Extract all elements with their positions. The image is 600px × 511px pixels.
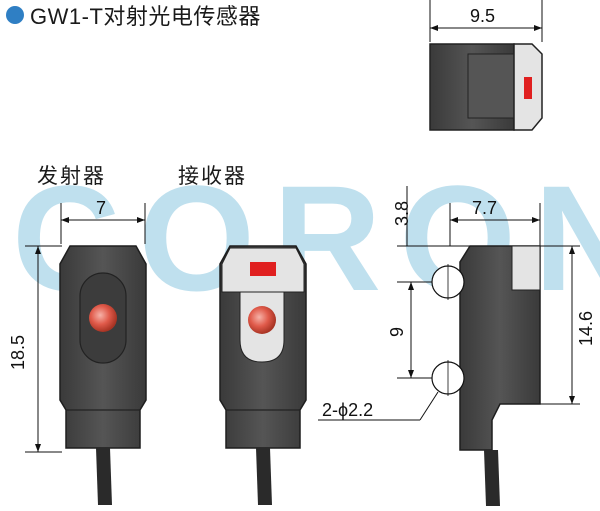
receiver-label: 接收器 bbox=[178, 165, 247, 188]
side-cap bbox=[511, 245, 541, 291]
arrow-icon bbox=[569, 246, 575, 254]
receiver bbox=[219, 245, 307, 505]
side-view: 3.8 7.7 9 14.6 bbox=[318, 186, 596, 506]
top-width-dim: 9.5 bbox=[470, 6, 495, 26]
side-cable bbox=[484, 450, 500, 506]
side-width-dim: 7.7 bbox=[472, 198, 497, 218]
arrow-icon bbox=[534, 25, 542, 31]
diagram-title: GW1-T对射光电传感器 bbox=[30, 4, 261, 29]
emitter-width-dim: 7 bbox=[96, 198, 106, 218]
side-height-dim: 14.6 bbox=[576, 311, 596, 346]
arrow-icon bbox=[35, 246, 41, 254]
arrow-icon bbox=[569, 396, 575, 404]
bullet-icon bbox=[6, 6, 24, 24]
arrow-icon bbox=[61, 217, 69, 223]
emitter-label: 发射器 bbox=[37, 165, 106, 188]
side-body bbox=[459, 245, 541, 451]
mount-holes-dim: 2-ϕ2.2 bbox=[322, 400, 373, 420]
arrow-icon bbox=[408, 282, 414, 290]
arrow-icon bbox=[450, 217, 458, 223]
emitter-height-dim: 18.5 bbox=[8, 335, 28, 370]
arrow-icon bbox=[35, 444, 41, 452]
arrow-icon bbox=[430, 25, 438, 31]
receiver-indicator bbox=[250, 262, 276, 276]
side-top-offset-dim: 3.8 bbox=[392, 201, 412, 226]
top-view: 9.5 bbox=[429, 0, 543, 131]
leader-line bbox=[419, 391, 439, 421]
top-indicator bbox=[524, 77, 532, 99]
receiver-led bbox=[248, 306, 276, 334]
emitter-led bbox=[89, 304, 117, 332]
arrow-icon bbox=[532, 217, 540, 223]
receiver-cable bbox=[256, 448, 272, 505]
top-inner bbox=[467, 53, 515, 119]
arrow-icon bbox=[408, 370, 414, 378]
title-row: GW1-T对射光电传感器 bbox=[6, 2, 261, 29]
hole-spacing-dim: 9 bbox=[387, 327, 407, 337]
emitter: 7 18.5 bbox=[8, 198, 147, 505]
arrow-icon bbox=[137, 217, 145, 223]
emitter-cable bbox=[96, 448, 112, 505]
